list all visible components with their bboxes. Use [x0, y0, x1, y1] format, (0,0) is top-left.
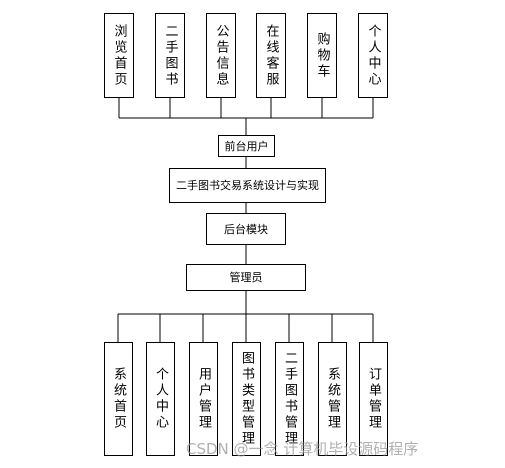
- module-announcements: 公告信息: [206, 13, 236, 98]
- admin-module-label: 系统首页: [111, 367, 126, 431]
- module-browse-home: 浏览首页: [104, 13, 134, 98]
- admin-module-label: 图书类型管理: [239, 351, 254, 447]
- admin-label: 管理员: [229, 271, 263, 284]
- admin-module-label: 个人中心: [153, 367, 168, 431]
- admin-module-book-type-management: 图书类型管理: [232, 342, 261, 456]
- system-title-node: 二手图书交易系统设计与实现: [169, 168, 326, 203]
- module-label: 个人中心: [365, 23, 381, 88]
- watermark: CSDN @一念 计算机毕设源码程序: [186, 440, 419, 458]
- module-online-service: 在线客服: [256, 13, 286, 98]
- admin-module-personal-center: 个人中心: [146, 342, 175, 456]
- module-used-books: 二手图书: [155, 13, 185, 98]
- admin-module-system-management: 系统管理: [318, 342, 347, 456]
- admin-module-label: 订单管理: [366, 367, 381, 431]
- module-shopping-cart: 购物车: [307, 13, 337, 98]
- module-label: 购物车: [314, 31, 330, 80]
- admin-node: 管理员: [186, 264, 306, 291]
- admin-module-label: 系统管理: [325, 367, 340, 431]
- admin-module-system-home: 系统首页: [104, 342, 133, 456]
- module-personal-center: 个人中心: [358, 13, 388, 98]
- module-label: 公告信息: [213, 23, 229, 88]
- front-user-label: 前台用户: [224, 139, 269, 153]
- front-user-node: 前台用户: [218, 135, 275, 157]
- module-label: 在线客服: [263, 23, 279, 88]
- admin-module-user-management: 用户管理: [189, 342, 218, 456]
- module-label: 二手图书: [162, 23, 178, 88]
- admin-module-order-management: 订单管理: [359, 342, 388, 456]
- module-label: 浏览首页: [111, 23, 127, 88]
- backend-label: 后台模块: [224, 222, 268, 236]
- system-title-label: 二手图书交易系统设计与实现: [176, 179, 319, 192]
- admin-module-label: 二手图书管理: [282, 351, 297, 447]
- admin-module-used-book-management: 二手图书管理: [275, 342, 304, 456]
- backend-module-node: 后台模块: [206, 213, 286, 245]
- admin-module-label: 用户管理: [196, 367, 211, 431]
